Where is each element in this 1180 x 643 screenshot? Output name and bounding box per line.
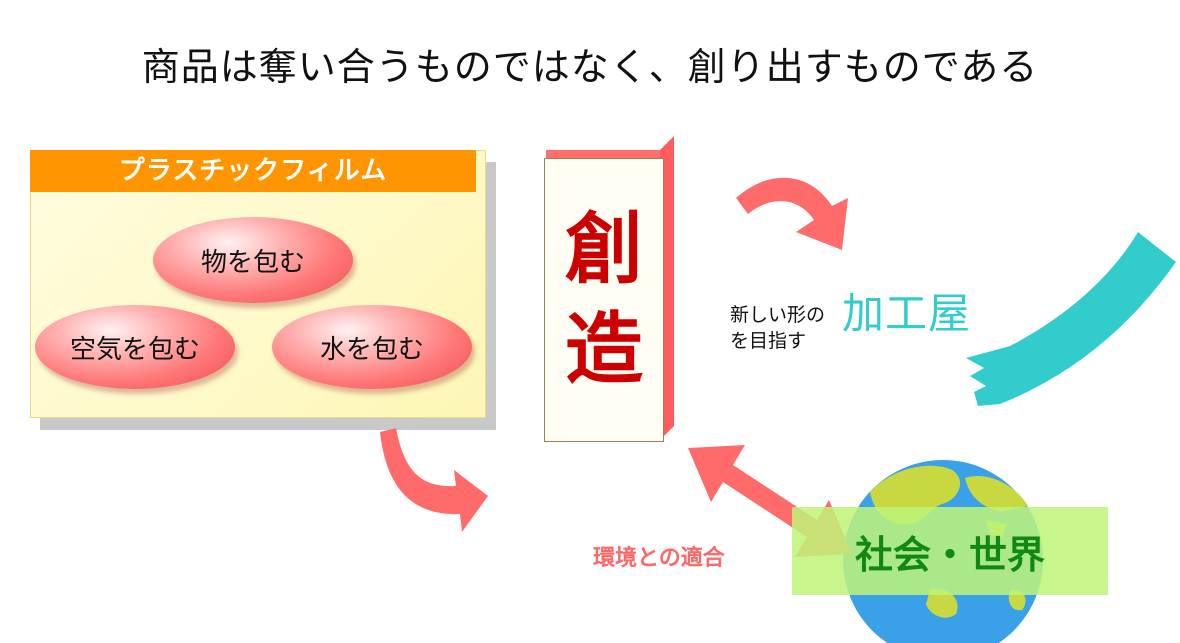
creation-box: 創 造: [544, 158, 664, 442]
environment-label: 環境との適合: [593, 546, 725, 571]
creation-char-1: 創: [564, 205, 643, 295]
panel-header: プラスチックフィルム: [30, 150, 476, 192]
creation-char-2: 造: [564, 305, 643, 395]
processor-label: 加工屋: [842, 289, 972, 338]
teal-brush-stroke: [966, 232, 1176, 406]
society-label: 社会・世界: [854, 532, 1045, 577]
wrap-object-ellipse: 物を包む: [153, 217, 353, 303]
creation-box-top: [546, 150, 674, 160]
goal-text-line1: 新しい形の: [730, 304, 826, 326]
arrow-to-creation: [380, 428, 488, 532]
wrap-air-ellipse: 空気を包む: [35, 305, 235, 389]
goal-text-line2: を目指す: [730, 330, 807, 352]
page-title: 商品は奪い合うものではなく、創り出すものである: [141, 45, 1039, 89]
arrow-to-processor: [736, 177, 848, 250]
society-label-background: [792, 507, 1108, 595]
wrap-water-ellipse: 水を包む: [272, 305, 472, 389]
